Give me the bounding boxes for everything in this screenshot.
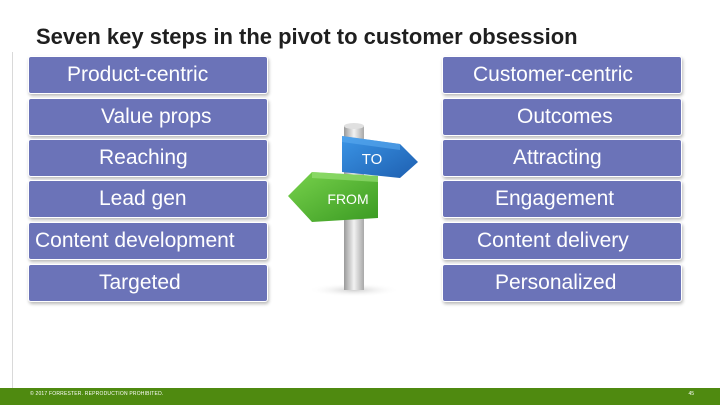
left-item-label: Lead gen — [99, 187, 187, 210]
right-item-label: Outcomes — [517, 105, 613, 128]
to-sign-label: TO — [362, 151, 383, 168]
right-item-2: Attracting — [442, 139, 682, 177]
left-item-5: Targeted — [28, 264, 268, 302]
left-item-label: Reaching — [99, 146, 188, 169]
left-item-label: Content development — [35, 229, 235, 252]
right-item-5: Personalized — [442, 264, 682, 302]
left-item-2: Reaching — [28, 139, 268, 177]
left-header-label: Product-centric — [67, 63, 209, 86]
right-item-label: Engagement — [495, 187, 615, 210]
right-item-1: Outcomes — [442, 98, 682, 136]
post-cap — [344, 123, 364, 129]
left-item-1: Value props — [28, 98, 268, 136]
left-item-4: Content development — [28, 222, 268, 260]
from-sign-label: FROM — [327, 191, 368, 207]
slide-title: Seven key steps in the pivot to customer… — [36, 24, 578, 49]
page-number: 45 — [688, 391, 694, 397]
right-item-label: Personalized — [495, 271, 617, 294]
signpost-icon: TO FROM — [288, 123, 418, 297]
copyright-text: © 2017 FORRESTER. REPRODUCTION PROHIBITE… — [30, 391, 164, 397]
right-item-label: Attracting — [513, 146, 602, 169]
left-item-label: Value props — [101, 105, 212, 128]
footer-bar: © 2017 FORRESTER. REPRODUCTION PROHIBITE… — [0, 388, 720, 405]
right-item-label: Content delivery — [477, 229, 629, 252]
left-item-label: Targeted — [99, 271, 181, 294]
right-item-3: Engagement — [442, 180, 682, 218]
right-item-4: Content delivery — [442, 222, 682, 260]
right-header-box: Customer-centric — [442, 56, 682, 94]
left-item-3: Lead gen — [28, 180, 268, 218]
right-header-label: Customer-centric — [473, 63, 633, 86]
from-sign — [288, 172, 378, 222]
left-rule — [12, 52, 13, 388]
left-header-box: Product-centric — [28, 56, 268, 94]
